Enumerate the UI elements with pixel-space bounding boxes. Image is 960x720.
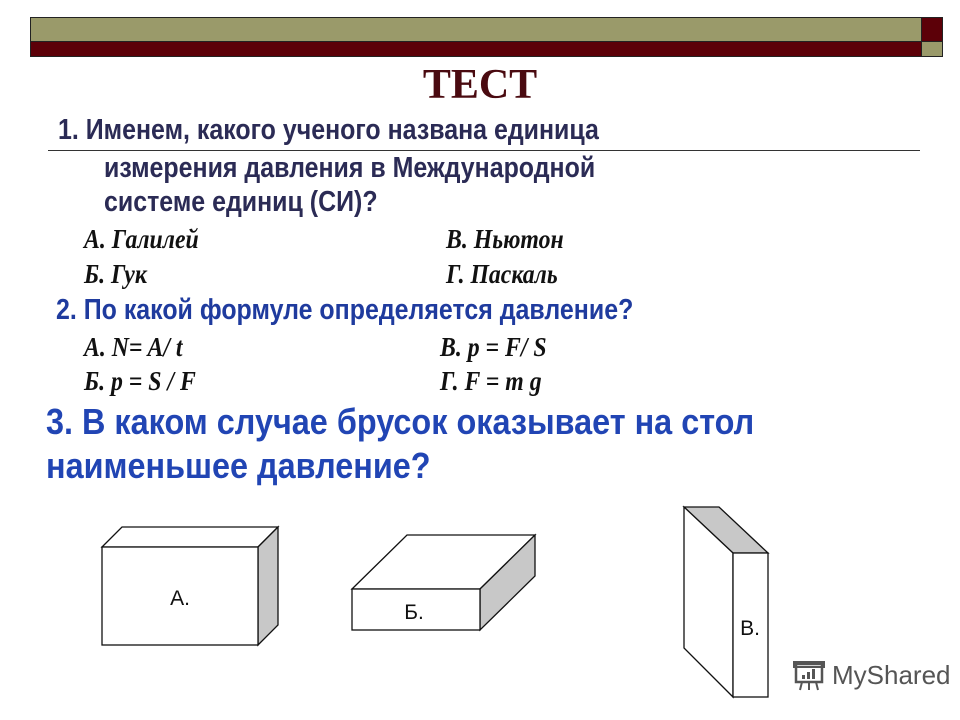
slide-title: ТЕСТ (422, 62, 538, 108)
block-v-label: В. (740, 617, 760, 640)
block-b-label: Б. (404, 601, 424, 624)
divider-line (48, 150, 920, 151)
block-v: В. (682, 505, 770, 699)
question1-answer-b: Б. Гук (84, 259, 147, 289)
question1-line1: 1. Именем, какого ученого названа единиц… (58, 114, 599, 146)
watermark-text: MyShared (832, 660, 951, 691)
question2-answer-g: Г. F = m g (440, 366, 542, 396)
block-b: Б. (350, 533, 537, 632)
question2-answer-a: А. N= A/ t (84, 332, 183, 362)
presentation-board-icon (793, 661, 825, 691)
question1-answer-a: А. Галилей (84, 224, 199, 254)
question2-text: 2. По какой формуле определяется давлени… (56, 294, 634, 326)
question1-line2: измерения давления в Международной (104, 152, 596, 184)
question1-answer-v: В. Ньютон (446, 224, 564, 254)
block-a: А. (100, 525, 280, 647)
header-square-olive (921, 41, 943, 57)
question2-answer-v: В. p = F/ S (440, 332, 547, 362)
block-a-label: А. (170, 587, 190, 610)
question2-answer-b: Б. p = S / F (84, 366, 196, 396)
question3-line2: наименьшее давление? (46, 445, 431, 486)
question3-line1: 3. В каком случае брусок оказывает на ст… (46, 401, 755, 442)
watermark: MyShared (792, 660, 951, 692)
question1-line3: системе единиц (СИ)? (104, 186, 378, 218)
question1-answer-g: Г. Паскаль (446, 259, 558, 289)
